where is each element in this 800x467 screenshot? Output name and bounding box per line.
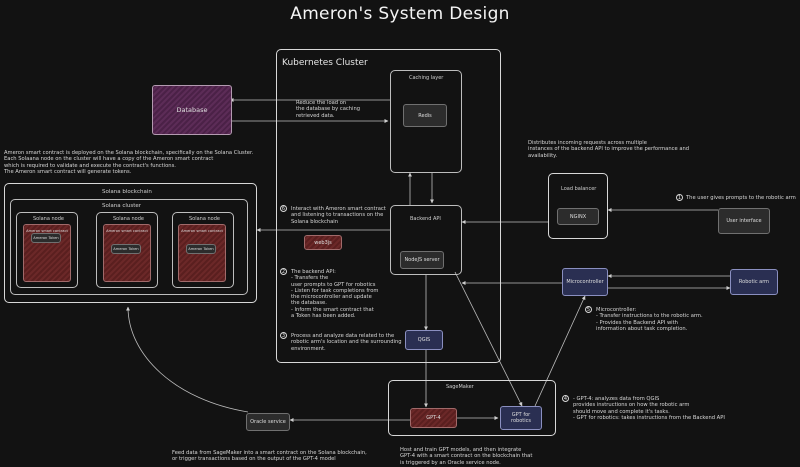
- step-3-marker: 3: [280, 332, 287, 339]
- ameron-token-3: Ameron Token: [186, 244, 216, 254]
- kubernetes-cluster-frame: [276, 49, 501, 363]
- solana-node-2-label: Solana node: [113, 216, 144, 222]
- oracle-note: Feed data from SageMaker into a smart co…: [172, 450, 367, 463]
- solana-cluster-label: Solana cluster: [102, 203, 142, 209]
- caching-layer-frame: [390, 70, 462, 173]
- sagemaker-label: SageMaker: [446, 384, 474, 390]
- user-interface-box: User interface: [718, 208, 770, 234]
- solana-cluster-frame: [10, 199, 248, 295]
- qgis-box: QGIS: [405, 330, 443, 350]
- gpt4-box: GPT-4: [410, 408, 457, 428]
- smart-contract-label: Ameron smart contract: [181, 229, 223, 233]
- solana-note: Ameron smart contract is deployed on the…: [4, 150, 254, 175]
- database-box: Database: [152, 85, 232, 135]
- ameron-token-1: Ameron Token: [31, 233, 61, 243]
- step-6-marker: 6: [280, 205, 287, 212]
- ameron-token-2: Ameron Token: [111, 244, 141, 254]
- step-4-text: - GPT-4: analyzes data from QGIS provide…: [573, 396, 725, 421]
- microcontroller-box: Microcontroller: [562, 268, 608, 296]
- gpt-for-robotics-box: GPT for robotics: [500, 406, 542, 430]
- step-1-text: The user gives prompts to the robotic ar…: [686, 195, 796, 201]
- step-5-text: Microcontroller: - Transfer instructions…: [596, 307, 703, 332]
- step-2-text: The backend API: - Transfers the user pr…: [291, 269, 379, 320]
- sagemaker-frame: [388, 380, 556, 436]
- kubernetes-cluster-label: Kubernetes Cluster: [282, 58, 368, 68]
- backend-api-frame: [390, 205, 462, 275]
- page-title: Ameron's System Design: [290, 4, 510, 24]
- smart-contract-label: Ameron smart contract: [26, 229, 68, 233]
- robotic-arm-box: Robotic arm: [730, 269, 778, 295]
- solana-node-3-label: Solana node: [189, 216, 220, 222]
- redis-note: Reduce the load on the database by cachi…: [296, 100, 361, 119]
- redis-box: Redis: [403, 104, 447, 127]
- step-6-text: Interact with Ameron smart contract and …: [291, 206, 386, 225]
- solana-blockchain-frame: [4, 183, 257, 303]
- load-balancer-frame: [548, 173, 608, 239]
- nodejs-server-box: NodeJS server: [400, 251, 444, 269]
- step-3-text: Process and analyze data related to the …: [291, 333, 402, 352]
- oracle-service-box: Oracle service: [246, 413, 290, 431]
- solana-node-3: [172, 212, 234, 288]
- solana-blockchain-label: Solana blockchain: [102, 189, 152, 195]
- solana-node-1-label: Solana node: [33, 216, 64, 222]
- smart-contract-label: Ameron smart contract: [106, 229, 148, 233]
- caching-layer-label: Caching layer: [409, 75, 444, 81]
- step-2-marker: 2: [280, 268, 287, 275]
- backend-api-label: Backend API: [410, 216, 441, 222]
- solana-node-2: [96, 212, 158, 288]
- step-1-marker: 1: [676, 194, 683, 201]
- nginx-box: NGINX: [557, 208, 599, 225]
- step-5-marker: 5: [585, 306, 592, 313]
- load-balancer-note: Distributes incoming requests across mul…: [528, 140, 690, 159]
- load-balancer-label: Load balancer: [561, 186, 597, 192]
- sagemaker-note: Host and train GPT models, and then inte…: [400, 447, 533, 466]
- step-4-marker: 4: [562, 395, 569, 402]
- web3js-box: web3js: [304, 235, 342, 250]
- solana-node-1: [16, 212, 78, 288]
